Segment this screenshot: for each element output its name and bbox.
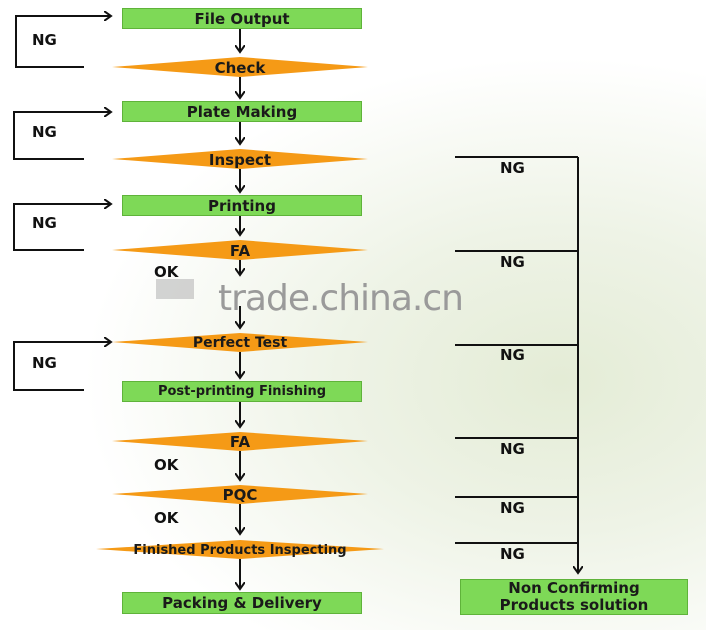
file-output-box: File Output [122, 8, 362, 29]
ok-mark [156, 279, 194, 299]
check-label: Check [214, 59, 266, 77]
ok-label-3: OK [154, 509, 179, 527]
perfect-test-diamond [112, 333, 368, 352]
ng-label-left-3: NG [32, 214, 57, 232]
fa1-diamond [112, 240, 368, 260]
ng-label-right-3: NG [500, 346, 525, 364]
fa2-label: FA [229, 433, 251, 451]
ng-label-right-6: NG [500, 545, 525, 563]
nonconfirm-line2: Products solution [499, 596, 649, 614]
ng-label-right-1: NG [500, 159, 525, 177]
ng-label-right-5: NG [500, 499, 525, 517]
printing-box: Printing [122, 195, 362, 216]
fa2-diamond [112, 432, 368, 451]
ng-label-right-4: NG [500, 440, 525, 458]
post-printing-box: Post-printing Finishing [122, 381, 362, 402]
finished-inspecting-diamond [96, 540, 384, 559]
ng-label-left-1: NG [32, 31, 57, 49]
finished-inspecting-label: Finished Products Inspecting [133, 542, 347, 558]
check-diamond [112, 57, 368, 77]
ng-label-right-2: NG [500, 253, 525, 271]
nonconfirm-line1: Non Confirming [508, 579, 640, 597]
perfect-test-label: Perfect Test [192, 335, 288, 351]
ok-label-2: OK [154, 456, 179, 474]
inspect-label: Inspect [208, 151, 272, 169]
pqc-label: PQC [222, 486, 258, 504]
nonconfirm-box: Non Confirming Products solution [460, 579, 688, 615]
pqc-diamond [112, 485, 368, 504]
inspect-diamond [112, 149, 368, 169]
watermark: trade.china.cn [218, 278, 464, 319]
fa1-label: FA [229, 242, 251, 260]
packing-delivery-box: Packing & Delivery [122, 592, 362, 614]
plate-making-box: Plate Making [122, 101, 362, 122]
ok-label-1: OK [154, 263, 179, 281]
ng-label-left-2: NG [32, 123, 57, 141]
ng-label-left-4: NG [32, 354, 57, 372]
